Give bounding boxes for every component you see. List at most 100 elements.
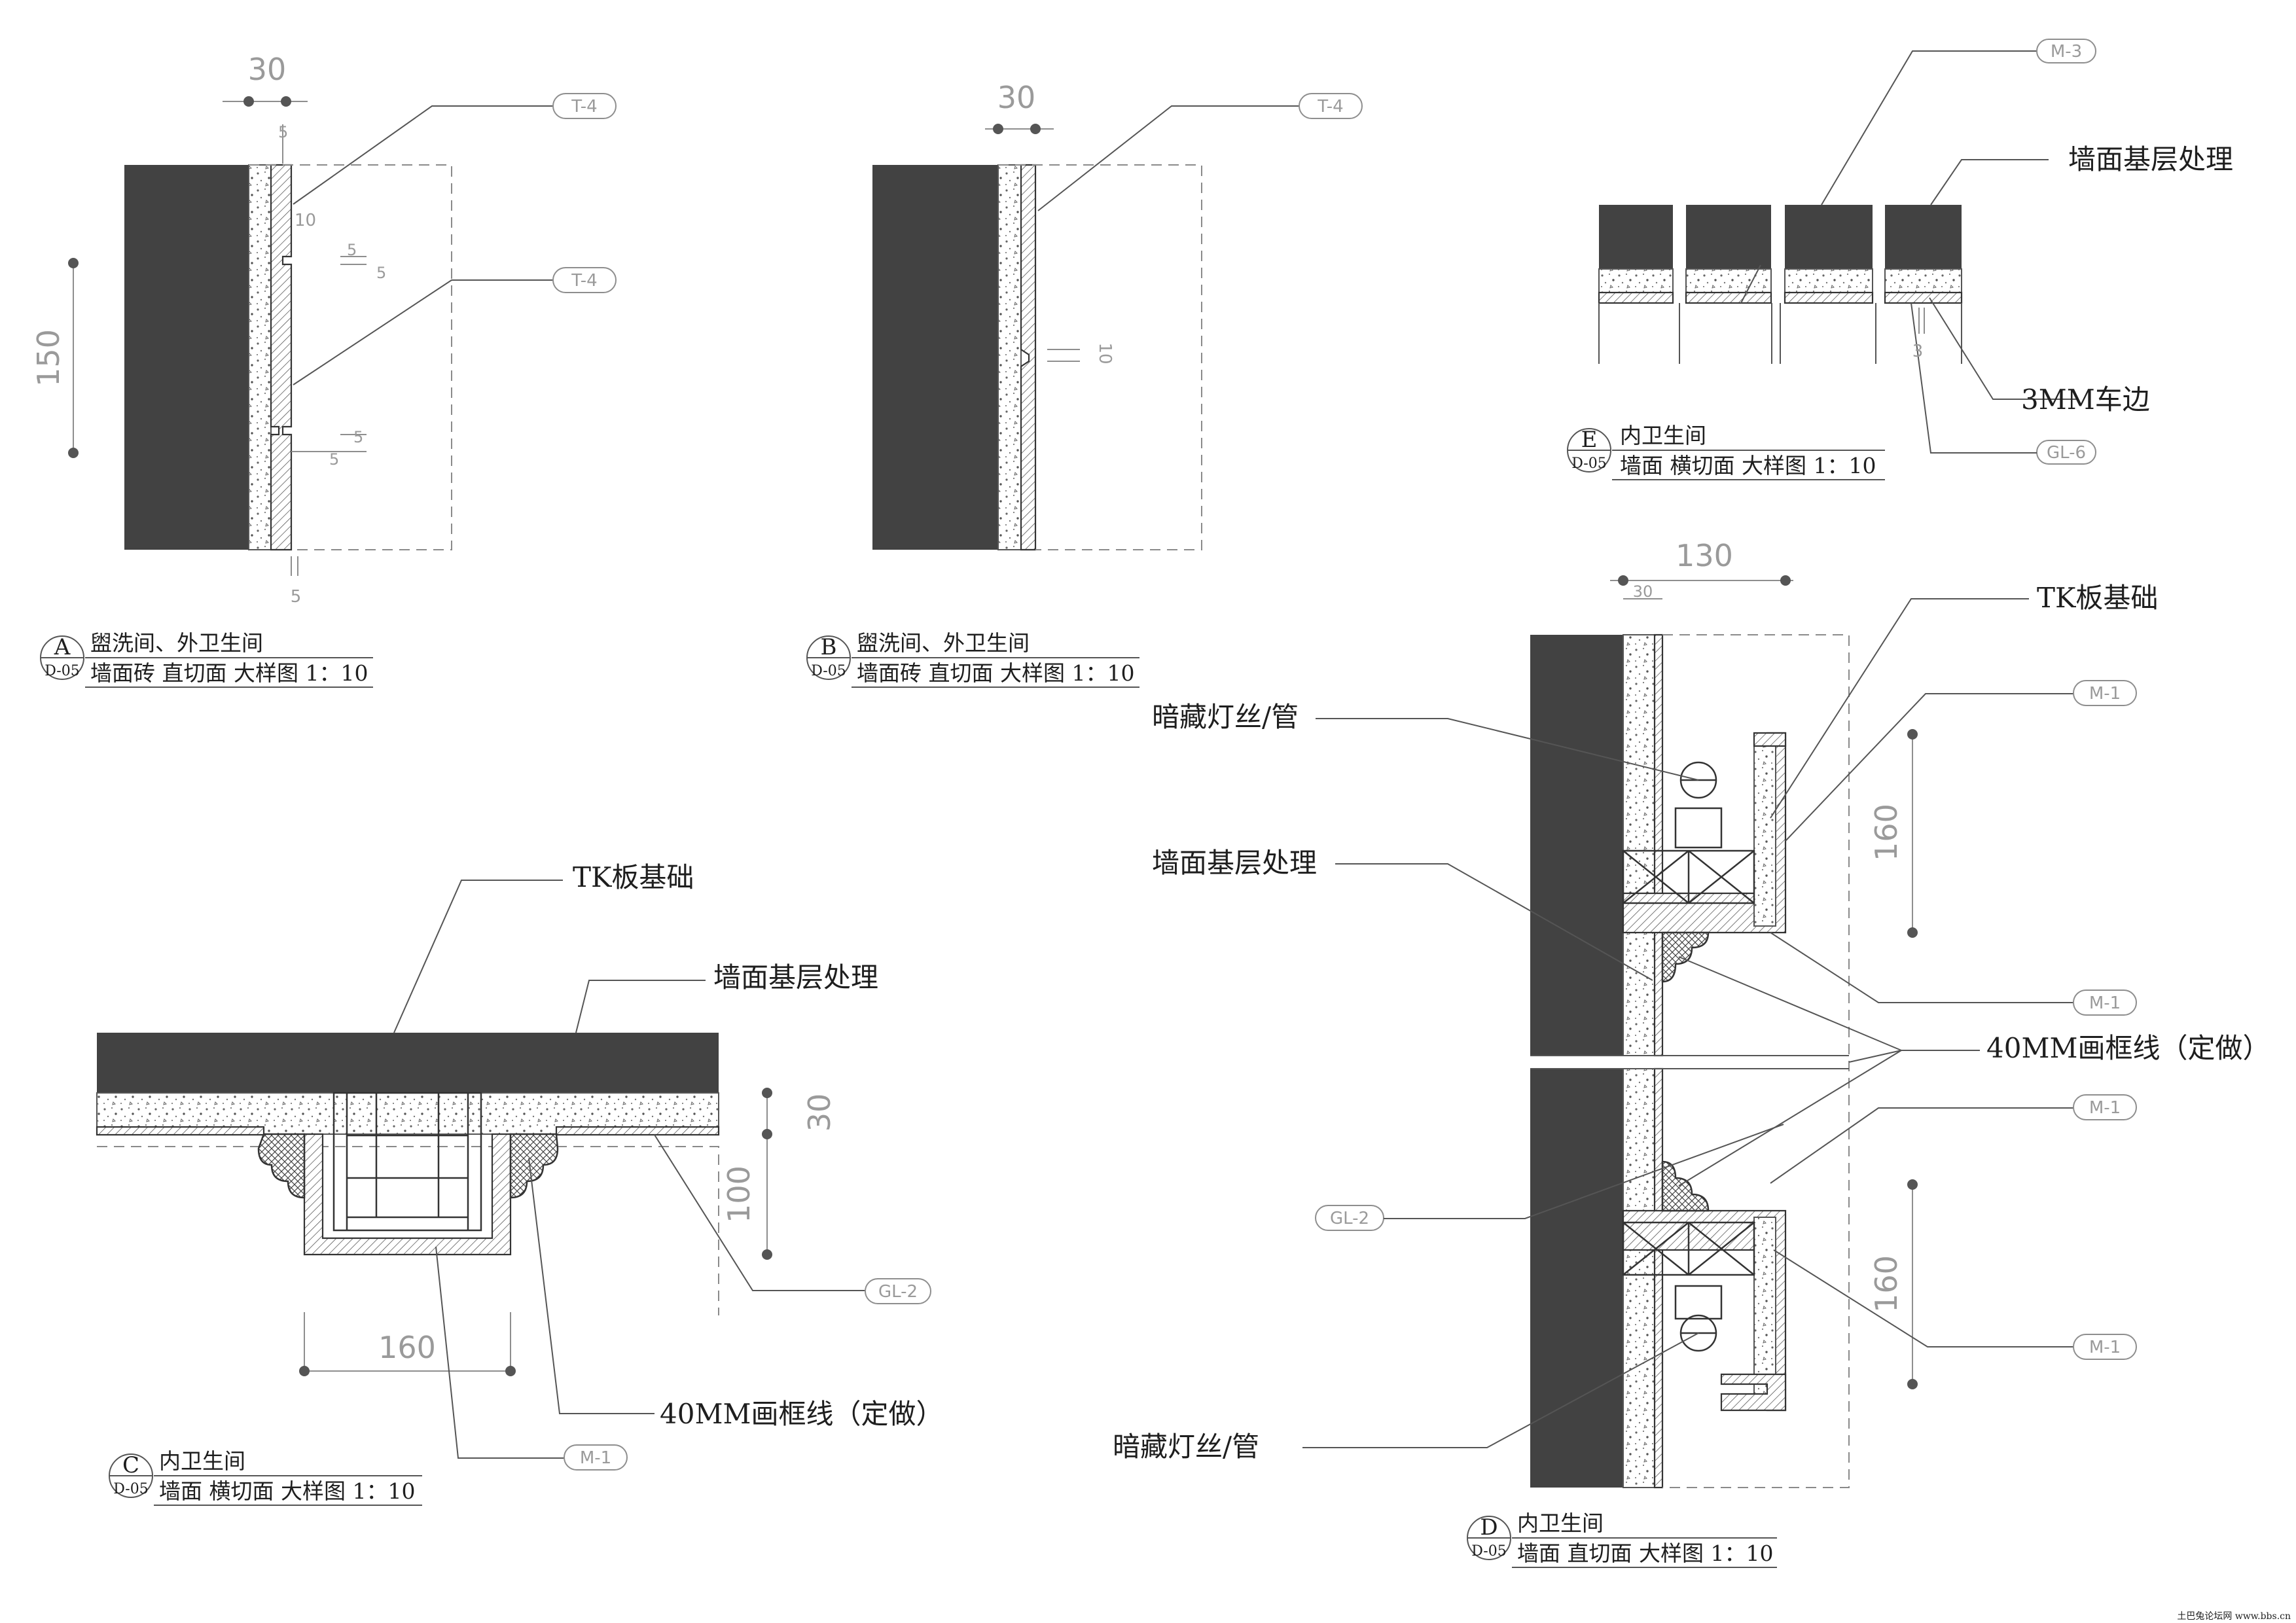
dim-small-5: 5 xyxy=(353,428,363,446)
leader-line xyxy=(1770,932,2073,1003)
dim-right-top: 30 xyxy=(802,1094,837,1132)
label-wall-base: 墙面基层处理 xyxy=(713,961,878,993)
wall-block xyxy=(1599,205,1673,269)
tag-m3: M-3 xyxy=(2051,42,2082,62)
detail-sheet: D-05 xyxy=(1571,455,1606,472)
plaster-layer xyxy=(1685,268,1772,293)
detail-title-2: 墙面 直切面 大样图 1：10 xyxy=(1517,1541,1773,1566)
detail-sheet: D-05 xyxy=(1471,1543,1506,1560)
label-wall-base: 墙面基层处理 xyxy=(2068,143,2233,175)
leader-line xyxy=(1770,1107,2073,1184)
plaster-layer xyxy=(1623,1068,1655,1488)
mirror-layer xyxy=(1653,633,1664,1057)
dimension-dot xyxy=(993,124,1003,134)
dimension-dot xyxy=(299,1366,310,1376)
detail-title-2: 墙面 横切面 大样图 1：10 xyxy=(159,1478,415,1504)
mirror-layer xyxy=(1653,1067,1664,1489)
dimension-dot xyxy=(1618,575,1628,586)
dim-small-6: 5 xyxy=(329,450,339,469)
leader-line xyxy=(293,105,553,205)
detail-b: 30 10 T-4 B D-05 盥洗间、外卫生间 墙面砖 直切面 大样图 1：… xyxy=(806,80,1363,688)
tag-bubble xyxy=(552,267,617,293)
plaster-layer xyxy=(997,164,1022,550)
dimension-dot xyxy=(68,258,79,268)
watermark: 土巴兔论坛网 www.bbs.cn xyxy=(2177,1611,2291,1622)
detail-letter: A xyxy=(54,634,71,660)
tag-bubble xyxy=(2073,990,2137,1016)
dimension-dot xyxy=(68,448,79,458)
upper-light-box-lip xyxy=(1753,732,1787,747)
dim-right-lower: 160 xyxy=(1869,1255,1904,1313)
upper-light-box-fill xyxy=(1753,745,1776,927)
timber-batten-cross xyxy=(1623,850,1755,904)
dim-joint: 10 xyxy=(1095,342,1115,364)
plaster-layer xyxy=(1784,268,1873,293)
detail-e: M-3 墙面基层处理 GL-6 3MM车边 3 E D-05 内卫生间 墙面 横… xyxy=(1567,39,2233,480)
leader-line xyxy=(1848,1050,1902,1063)
plaster-layer xyxy=(1623,634,1655,1056)
timber-batten-cross xyxy=(1623,1222,1755,1275)
mirror-layer xyxy=(1884,291,1963,304)
tag-m1: M-1 xyxy=(2089,993,2121,1013)
detail-title-1: 盥洗间、外卫生间 xyxy=(90,630,263,656)
plaster-layer xyxy=(1598,268,1674,293)
tag-bubble xyxy=(2036,39,2096,63)
section-boundary xyxy=(249,164,452,550)
dimension-dot xyxy=(762,1088,772,1098)
label-wall-base: 墙面基层处理 xyxy=(1152,847,1317,879)
leader-line xyxy=(1316,718,1699,781)
tag-bubble xyxy=(1299,93,1363,119)
frame-moulding xyxy=(257,1133,306,1199)
tile-layer xyxy=(1020,164,1037,551)
tag-t4: T-4 xyxy=(1317,97,1343,116)
wall-block xyxy=(1686,205,1771,269)
mirror-layer xyxy=(1685,291,1772,304)
dim-right-upper: 160 xyxy=(1869,804,1904,861)
tag-m1: M-1 xyxy=(580,1448,611,1468)
leader-line xyxy=(1678,956,1902,1051)
wall-block xyxy=(1785,205,1873,269)
dimension-dot xyxy=(505,1366,516,1376)
detail-letter: C xyxy=(122,1452,139,1478)
section-boundary xyxy=(998,164,1202,550)
dim-side: 150 xyxy=(31,329,66,387)
plaster-layer xyxy=(1884,268,1962,293)
light-tube-holder xyxy=(1674,1285,1723,1320)
frame-moulding xyxy=(509,1133,559,1199)
detail-title-1: 内卫生间 xyxy=(1620,423,1706,448)
leader-line xyxy=(1740,264,1761,304)
wall-block xyxy=(1885,205,1962,269)
dimension-dot xyxy=(1907,927,1918,938)
dim-gap: 3 xyxy=(1912,342,1924,361)
detail-sheet: D-05 xyxy=(45,663,79,679)
mirror-layer xyxy=(1598,291,1674,304)
detail-title-2: 墙面砖 直切面 大样图 1：10 xyxy=(90,660,368,686)
leader-line xyxy=(1785,693,2073,842)
tile-layer xyxy=(270,164,293,551)
leader-line xyxy=(1773,1249,2073,1347)
wall-block xyxy=(1530,1069,1623,1488)
recess-box xyxy=(303,1133,512,1256)
leader-line xyxy=(1930,159,2049,205)
leader-line xyxy=(1770,598,2029,819)
leader-line xyxy=(1678,1050,1902,1186)
dimension-dot xyxy=(762,1249,772,1260)
leader-line xyxy=(1929,297,2078,400)
mirror-layer xyxy=(96,1126,265,1136)
tag-gl6: GL-6 xyxy=(2047,443,2086,463)
leader-line xyxy=(1910,302,2037,454)
leader-line xyxy=(293,279,553,385)
dim-small-3: 5 xyxy=(347,241,357,259)
leader-line xyxy=(1335,863,1653,981)
tag-m1: M-1 xyxy=(2089,1338,2121,1357)
lower-light-box-lip xyxy=(1720,1373,1787,1412)
wall-block xyxy=(124,165,249,550)
detail-sheet: D-05 xyxy=(113,1481,148,1497)
leader-line xyxy=(1037,105,1299,211)
tag-m1: M-1 xyxy=(2089,1098,2121,1118)
detail-a: 30 150 5 10 5 5 5 5 5 T-4 T-4 A D-05 盥洗间… xyxy=(31,52,617,688)
dim-small-2: 10 xyxy=(295,211,316,230)
leader-line xyxy=(1302,1332,1699,1448)
dim-top: 130 xyxy=(1676,538,1733,573)
